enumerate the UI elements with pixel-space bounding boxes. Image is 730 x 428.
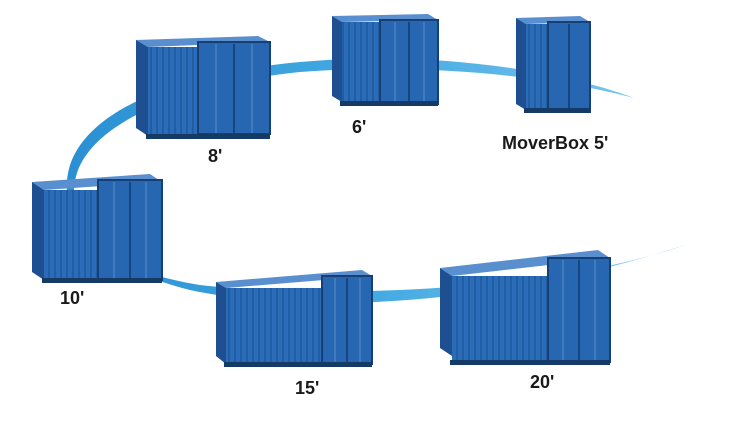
size-label-15ft: 15' [295,378,320,398]
container-moverbox-5ft [516,16,591,113]
size-label-20ft: 20' [530,372,555,392]
container-20ft [440,250,611,365]
size-label-6ft: 6' [352,117,367,137]
container-15ft [216,270,373,367]
size-label-10ft: 10' [60,288,85,308]
container-6ft [332,14,439,106]
size-label-8ft: 8' [208,146,223,166]
size-label-moverbox-5ft: MoverBox 5' [502,133,609,153]
container-10ft [32,174,163,283]
container-8ft [136,36,271,139]
